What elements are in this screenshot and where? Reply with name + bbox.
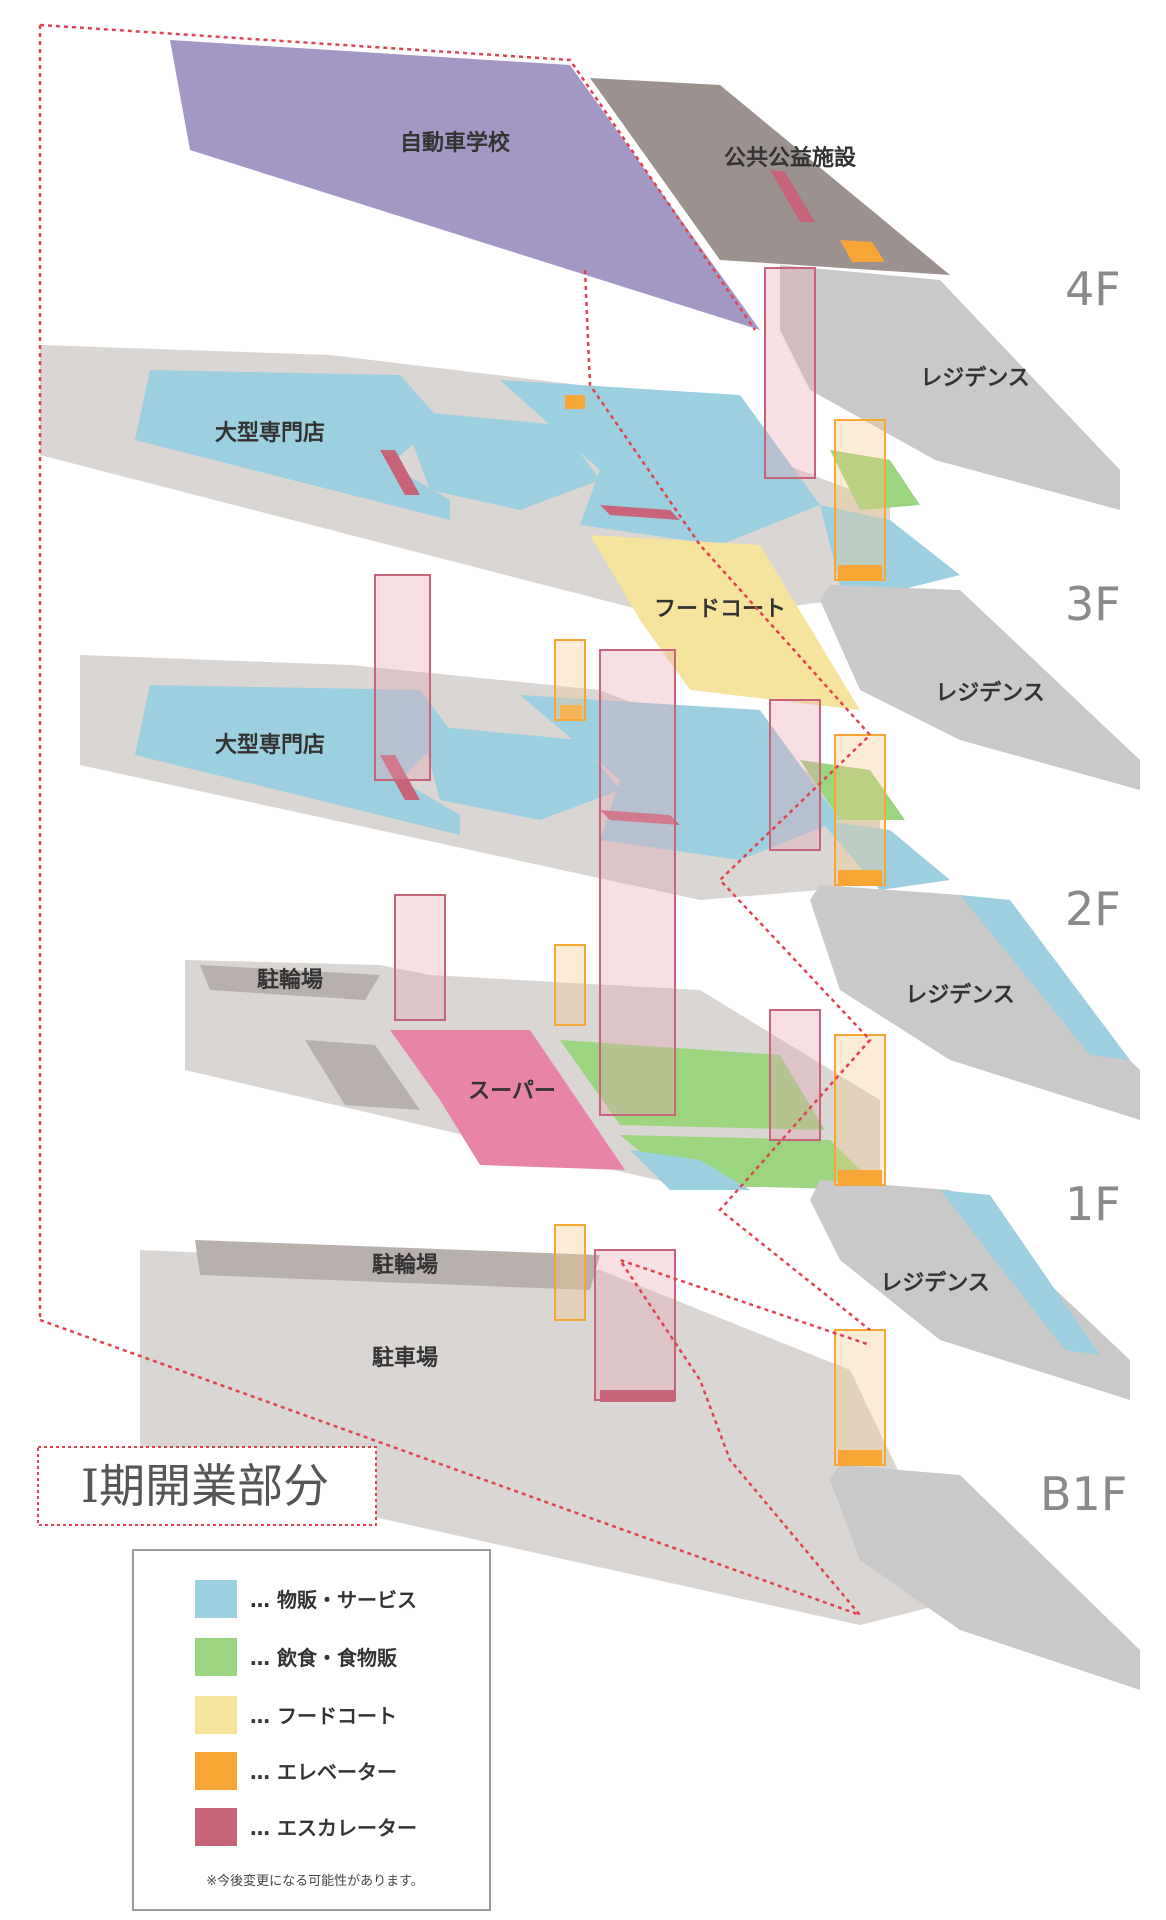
elevator-shaft-center-a (554, 639, 586, 721)
residence-3f-label: レジデンス (935, 680, 1045, 706)
floor-label-4f: 4F (1065, 262, 1121, 316)
retail-3f-b (400, 410, 600, 510)
escalator-shaft-4f-3f (764, 267, 816, 479)
escalator-3f-a (380, 450, 420, 495)
public-facility-escalator (770, 170, 815, 222)
legend-label-food: … 飲食・食物販 (250, 1646, 398, 1670)
residence-1f (810, 1180, 1130, 1400)
public-facility-area (590, 78, 950, 275)
legend-label-escalator: … エスカレーター (250, 1816, 417, 1840)
retail-2f-a (135, 685, 460, 835)
elevator-shaft-right-mid (834, 734, 886, 886)
slab-b1f (140, 1250, 960, 1625)
dark-slab-1f-b (305, 1040, 420, 1110)
phase-one-label-frame (37, 1446, 377, 1526)
residence-2f (810, 885, 1140, 1120)
floor-3f-group: 大型専門店 フードコート レジデンス 3F (40, 345, 1140, 790)
floor-2f-group: 大型専門店 レジデンス 2F (80, 655, 1140, 1120)
elevator-2f-small (560, 705, 582, 719)
bicycle-parking-1f-label: 駐輪場 (257, 967, 323, 993)
elevator-3f-small (565, 395, 585, 409)
elevator-base-lower (838, 1170, 882, 1185)
shaft-bases (600, 565, 882, 1465)
floor-label-3f: 3F (1065, 577, 1121, 631)
residence-4f-label: レジデンス (920, 365, 1030, 391)
driving-school-label: 自動車学校 (400, 130, 511, 156)
legend-swatch-food (195, 1638, 237, 1676)
driving-school-area (170, 40, 760, 330)
escalator-shaft-3f-2f-a (374, 574, 431, 781)
bicycle-parking-1f-area (200, 965, 380, 1000)
foodcourt-3f-label: フードコート (654, 597, 786, 622)
legend: … 物販・サービス … 飲食・食物販 … フードコート … エレベーター … エ… (132, 1549, 491, 1911)
public-facility-label: 公共公益施設 (724, 145, 857, 171)
retail-1f (630, 1150, 750, 1190)
food-2f (800, 760, 905, 820)
floor-label-1f: 1F (1065, 1177, 1121, 1231)
retail-3f-a (135, 370, 450, 520)
floor-b1f-group: 駐輪場 駐車場 B1F (140, 1240, 1140, 1690)
phase-one-outline-left (39, 23, 757, 331)
food-3f (830, 450, 920, 510)
legend-frame (132, 1549, 491, 1911)
elevator-shaft-center-c (554, 1224, 586, 1321)
residence-3f (820, 585, 1140, 790)
floor-4f-group: 自動車学校 公共公益施設 レジデンス 4F (170, 40, 1121, 510)
circulation-shafts (374, 267, 886, 1466)
bicycle-parking-b1f-area (195, 1240, 600, 1290)
foodcourt-3f (590, 535, 860, 710)
residence-2f-retail (960, 895, 1130, 1060)
residence-b1f (830, 1465, 1140, 1690)
supermarket-area (390, 1030, 625, 1170)
elevator-shaft-right-lower (834, 1034, 886, 1186)
elevator-base-b1f (838, 1450, 882, 1465)
escalator-2f-b (600, 810, 680, 825)
escalator-shaft-2f-1f-a (394, 894, 446, 1021)
legend-swatch-escalator (195, 1808, 237, 1846)
escalator-shaft-2f-1f-b (769, 1009, 821, 1141)
public-facility-elevator (840, 240, 885, 262)
phase-one-label: Ⅰ期開業部分 (81, 1459, 329, 1513)
escalator-base-center (600, 1390, 675, 1402)
parking-label: 駐車場 (372, 1345, 438, 1371)
phase-one-outline-bottom (39, 1257, 871, 1618)
floor-1f-group: 駐輪場 スーパー レジデンス 1F (185, 960, 1130, 1400)
escalator-2f-a (380, 755, 420, 800)
floor-label-2f: 2F (1065, 882, 1121, 936)
phase-one-outline-inner (583, 269, 872, 1331)
elevator-shaft-right-b1f (834, 1329, 886, 1466)
legend-swatch-elevator (195, 1752, 237, 1790)
escalator-shaft-3f-2f-b (769, 699, 821, 851)
legend-label-elevator: … エレベーター (250, 1760, 397, 1784)
elevator-base-mid (838, 870, 882, 885)
large-store-3f-label: 大型専門店 (215, 421, 325, 446)
phase-one-outline (38, 23, 872, 1618)
phase-one-label-box: Ⅰ期開業部分 (37, 1446, 377, 1526)
bicycle-parking-b1f-label: 駐輪場 (372, 1252, 438, 1278)
floor-label-b1f: B1F (1040, 1467, 1127, 1521)
residence-1f-label: レジデンス (880, 1270, 990, 1296)
legend-swatch-foodcourt (195, 1696, 237, 1734)
legend-swatch-retail (195, 1580, 237, 1618)
food-1f-a (560, 1040, 825, 1130)
residence-2f-label: レジデンス (905, 982, 1015, 1008)
legend-label-foodcourt: … フードコート (250, 1704, 397, 1728)
residence-1f-retail (940, 1190, 1100, 1355)
elevator-shaft-right-upper (834, 419, 886, 581)
escalator-shaft-center (599, 649, 676, 1116)
residence-4f (780, 265, 1120, 510)
retail-2f-b (420, 725, 620, 820)
escalator-3f-b (600, 505, 680, 520)
legend-label-retail: … 物販・サービス (250, 1588, 417, 1612)
supermarket-label: スーパー (468, 1079, 556, 1104)
elevator-base-upper (838, 565, 882, 580)
elevator-shaft-center-b (554, 944, 586, 1026)
large-store-2f-label: 大型専門店 (215, 733, 325, 758)
legend-note: ※今後変更になる可能性があります。 (206, 1873, 424, 1889)
retail-3f-c (500, 380, 820, 545)
